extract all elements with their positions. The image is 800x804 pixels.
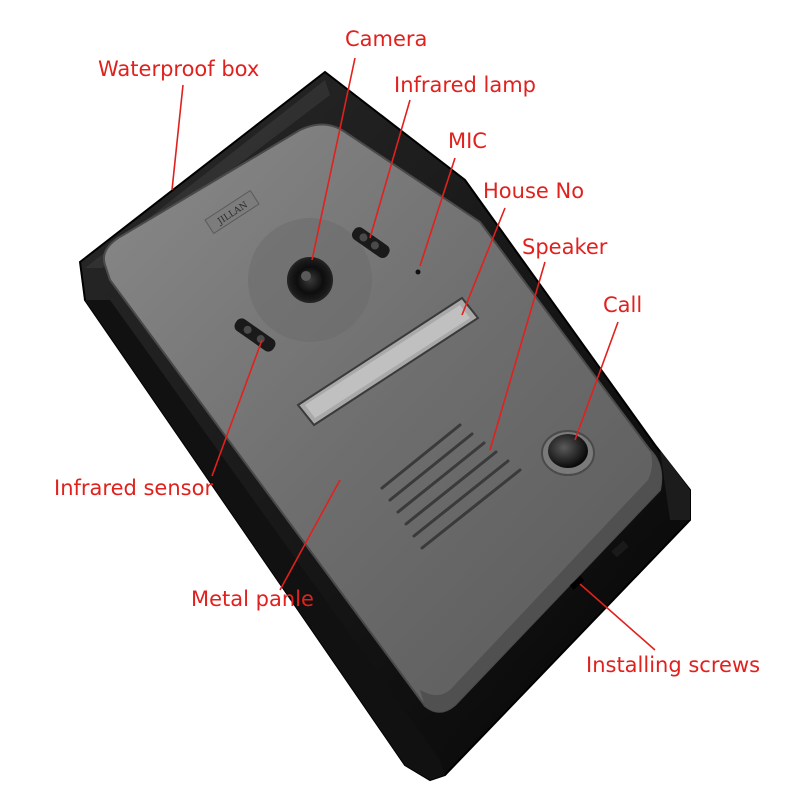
callout-metal-panle: Metal panle (191, 587, 314, 611)
callout-camera: Camera (345, 27, 428, 51)
line-installing-screws (579, 583, 656, 651)
callout-waterproof-box: Waterproof box (98, 57, 260, 81)
callout-lines (171, 57, 656, 651)
infrared-lamp-shape (351, 227, 390, 258)
line-house-no (461, 207, 506, 316)
line-metal-panle (279, 479, 341, 591)
line-waterproof-box (171, 84, 184, 191)
installing-screw-slots (569, 540, 629, 590)
camera-shape (248, 218, 372, 342)
call-button-shape (541, 430, 595, 476)
line-mic (419, 157, 456, 267)
line-infrared-sensor (211, 339, 263, 477)
callout-speaker: Speaker (522, 235, 608, 259)
line-infrared-lamp (369, 99, 411, 239)
callout-installing-screws: Installing screws (586, 653, 761, 677)
callout-house-no: House No (483, 179, 585, 203)
callout-call: Call (603, 293, 643, 317)
mic-hole (415, 269, 421, 275)
speaker-grille (380, 423, 522, 550)
callout-infrared-sensor: Infrared sensor (54, 476, 214, 500)
line-camera (311, 57, 356, 261)
line-call (574, 321, 619, 441)
metal-panel-shape (102, 123, 663, 713)
callout-infrared-lamp: Infrared lamp (394, 73, 536, 97)
house-number-window (296, 296, 480, 427)
infrared-sensor-shape (234, 318, 276, 352)
line-speaker (489, 261, 546, 451)
callout-mic: MIC (448, 129, 487, 153)
